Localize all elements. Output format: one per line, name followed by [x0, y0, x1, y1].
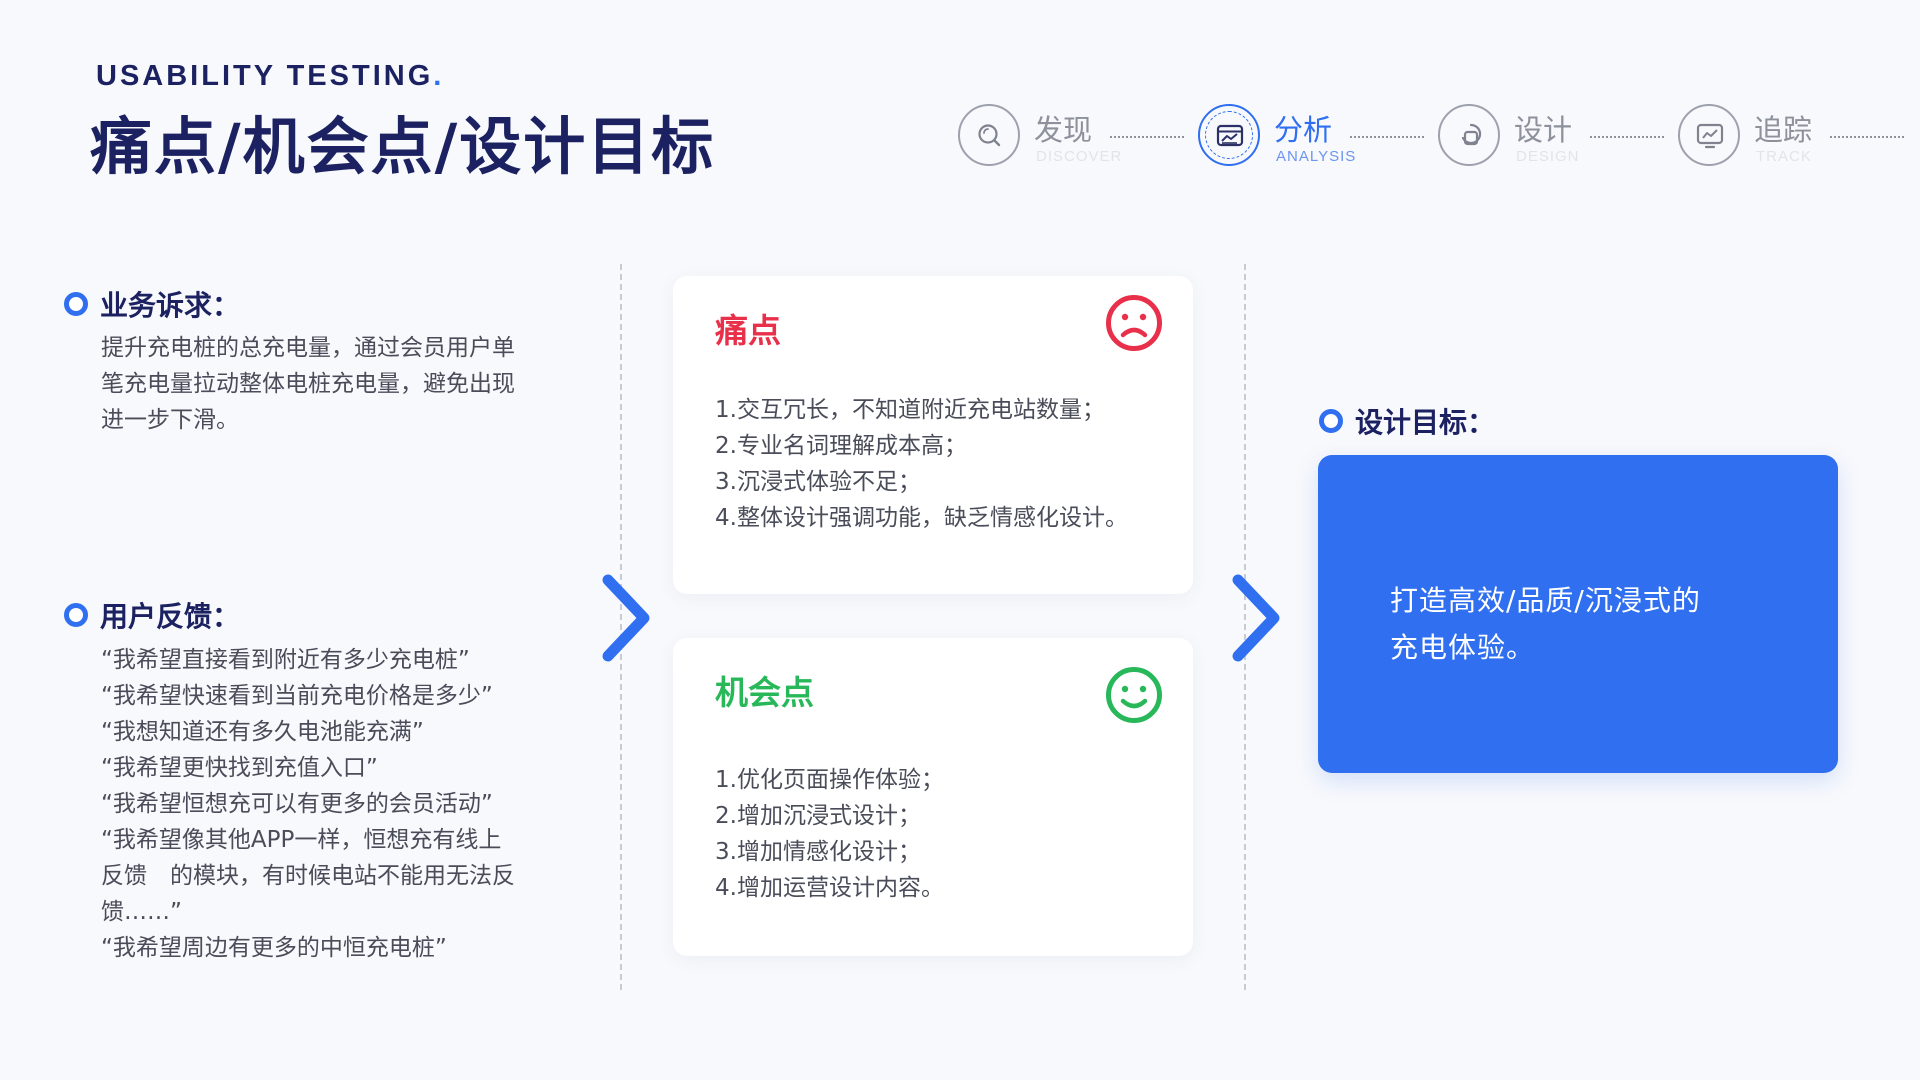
step-sublabel: DISCOVER: [1036, 148, 1123, 165]
column-divider: [620, 264, 622, 990]
chevron-right-icon: [1232, 574, 1280, 662]
column-divider: [1244, 264, 1246, 990]
opportunity-card: 机会点 1.优化页面操作体验； 2.增加沉浸式设计； 3.增加情感化设计； 4.…: [673, 638, 1193, 956]
step-sublabel: ANALYSIS: [1276, 148, 1357, 165]
feedback-list: “我希望直接看到附近有多少充电桩” “我希望快速看到当前充电价格是多少” “我想…: [101, 642, 601, 966]
pain-point-item: 3.沉浸式体验不足；: [715, 469, 921, 495]
business-line: 笔充电量拉动整体电桩充电量，避免出现: [101, 371, 515, 397]
step-circle: [1438, 104, 1500, 166]
bullet-icon: [64, 292, 88, 316]
chevron-right-icon: [602, 574, 650, 662]
step-circle: [1198, 104, 1260, 166]
step-connector: [1830, 136, 1904, 138]
step-circle: [958, 104, 1020, 166]
step-connector: [1350, 136, 1424, 138]
feedback-line: “我想知道还有多久电池能充满”: [101, 719, 424, 745]
pain-point-item: 4.整体设计强调功能，缺乏情感化设计。: [715, 505, 1128, 531]
opportunity-title: 机会点: [715, 673, 814, 712]
bullet-icon: [1319, 409, 1343, 433]
business-line: 提升充电桩的总充电量，通过会员用户单: [101, 335, 515, 361]
step-discover[interactable]: 发现 DISCOVER: [958, 104, 1158, 170]
feedback-line: 馈……”: [101, 899, 182, 925]
opportunity-item: 3.增加情感化设计；: [715, 839, 921, 865]
opportunity-item: 1.优化页面操作体验；: [715, 767, 944, 793]
step-label: 发现: [1034, 113, 1093, 147]
feedback-line: “我希望周边有更多的中恒充电桩”: [101, 935, 447, 961]
monitor-chart-icon: [1696, 123, 1724, 149]
step-sublabel: TRACK: [1756, 148, 1812, 165]
sad-face-icon: [1106, 295, 1162, 351]
page-title: 痛点/机会点/设计目标: [90, 110, 716, 183]
pain-point-item: 2.专业名词理解成本高；: [715, 433, 967, 459]
goal-heading: 设计目标：: [1355, 406, 1496, 439]
eyebrow-dot: .: [433, 60, 445, 92]
feedback-line: “我希望恒想充可以有更多的会员活动”: [101, 791, 493, 817]
step-label: 设计: [1514, 113, 1573, 147]
goal-line: 充电体验。: [1390, 631, 1536, 664]
feedback-heading: 用户反馈：: [100, 600, 241, 633]
step-connector: [1590, 136, 1664, 138]
feedback-line: “我希望像其他APP一样，恒想充有线上: [101, 827, 502, 853]
feedback-line: “我希望更快找到充值入口”: [101, 755, 378, 781]
eyebrow-heading: USABILITY TESTING.: [96, 60, 445, 92]
step-design[interactable]: 设计 DESIGN: [1438, 104, 1638, 170]
opportunity-list: 1.优化页面操作体验； 2.增加沉浸式设计； 3.增加情感化设计； 4.增加运营…: [715, 762, 944, 906]
opportunity-item: 2.增加沉浸式设计；: [715, 803, 921, 829]
pain-points-list: 1.交互冗长，不知道附近充电站数量； 2.专业名词理解成本高； 3.沉浸式体验不…: [715, 392, 1128, 536]
business-line: 进一步下滑。: [101, 407, 239, 433]
step-label: 分析: [1274, 113, 1333, 147]
pain-point-item: 1.交互冗长，不知道附近充电站数量；: [715, 397, 1105, 423]
feedback-line: “我希望直接看到附近有多少充电桩”: [101, 647, 470, 673]
pain-points-card: 痛点 1.交互冗长，不知道附近充电站数量； 2.专业名词理解成本高； 3.沉浸式…: [673, 276, 1193, 594]
step-track[interactable]: 追踪 TRACK: [1678, 104, 1878, 170]
pain-points-title: 痛点: [715, 311, 781, 350]
happy-face-icon: [1106, 667, 1162, 723]
goal-box: 打造高效/品质/沉浸式的 充电体验。: [1318, 455, 1838, 773]
opportunity-item: 4.增加运营设计内容。: [715, 875, 944, 901]
goal-line: 打造高效/品质/沉浸式的: [1390, 584, 1701, 617]
step-connector: [1110, 136, 1184, 138]
search-icon: [978, 124, 1001, 147]
browser-chart-icon: [1216, 124, 1244, 147]
business-text: 提升充电桩的总充电量，通过会员用户单 笔充电量拉动整体电桩充电量，避免出现 进一…: [101, 330, 581, 438]
bullet-icon: [64, 603, 88, 627]
goal-text: 打造高效/品质/沉浸式的 充电体验。: [1390, 577, 1701, 671]
step-circle: [1678, 104, 1740, 166]
feedback-line: “我希望快速看到当前充电价格是多少”: [101, 683, 493, 709]
layers-icon: [1461, 123, 1482, 146]
feedback-line: 反馈 的模块，有时候电站不能用无法反: [101, 863, 515, 889]
step-sublabel: DESIGN: [1516, 148, 1580, 165]
business-heading: 业务诉求：: [100, 289, 241, 322]
step-label: 追踪: [1754, 113, 1813, 147]
step-analysis[interactable]: 分析 ANALYSIS: [1198, 104, 1398, 170]
